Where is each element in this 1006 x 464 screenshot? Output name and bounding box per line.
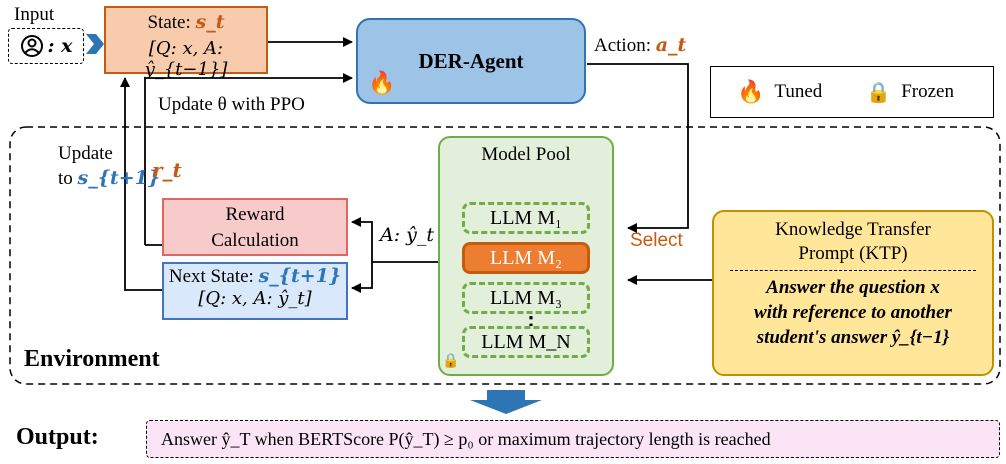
output-arrow: [470, 390, 542, 414]
reward-line1: Reward: [225, 204, 285, 225]
edge-action-select: [587, 63, 689, 233]
state-content: [Q: x, A: ŷ_{t−1}]: [144, 38, 228, 80]
state-box: State: s_t [Q: x, A: ŷ_{t−1}]: [104, 6, 268, 80]
ktp-title-1: Knowledge Transfer: [775, 219, 931, 240]
llm-item-3: LLM M₃: [462, 282, 590, 314]
output-text: Answer ŷ_T when BERTScore P(ŷ_T) ≥ p₀ or…: [161, 428, 771, 449]
lock-icon: 🔒: [442, 354, 460, 369]
input-label: Input: [14, 4, 55, 25]
ktp-title-2: Prompt (KTP): [798, 243, 908, 264]
ktp-body-3: student's answer ŷ_{t−1}: [756, 327, 950, 348]
fire-icon: 🔥: [737, 79, 765, 104]
next-state-var: s_{t+1}: [258, 265, 342, 287]
state-var: s_t: [195, 11, 225, 33]
input-box: : x: [8, 28, 84, 64]
ktp-body-1: Answer the question x: [766, 277, 940, 298]
der-agent-box: DER-Agent 🔥: [356, 18, 586, 104]
legend-tuned: Tuned: [774, 81, 823, 102]
answer-edge-label: A: ŷ_t: [380, 224, 435, 246]
llm-item-1: LLM M₁: [462, 202, 590, 234]
environment-frame: [9, 126, 1001, 385]
llm-item-2-selected: LLM M₂: [462, 242, 590, 274]
legend-frozen: Frozen: [901, 81, 954, 102]
lock-icon: 🔒: [866, 81, 892, 104]
next-state-content: [Q: x, A: ŷ_t]: [198, 288, 312, 309]
ktp-box: Knowledge Transfer Prompt (KTP) Answer t…: [712, 210, 994, 376]
ktp-body-2: with reference to another: [754, 302, 952, 323]
ktp-divider: [730, 270, 976, 271]
fire-icon: 🔥: [368, 70, 396, 95]
update-state-label: Update to s_{t+1}: [58, 143, 161, 189]
user-icon: [20, 35, 43, 57]
edge-to-reward: [351, 217, 373, 262]
environment-label: Environment: [24, 346, 160, 372]
select-label: Select: [630, 230, 683, 251]
input-symbol: : x: [47, 35, 73, 57]
action-label: Action: a_t: [594, 34, 687, 56]
reward-box: Reward Calculation: [162, 198, 348, 256]
edge-to-next: [351, 262, 373, 293]
edge-update-state: [120, 77, 162, 291]
edge-ppo-update: [144, 73, 353, 245]
next-state-title: Next State:: [168, 266, 254, 287]
llm-item-n: LLM M_N: [462, 326, 590, 358]
state-title: State:: [147, 12, 191, 33]
reward-line2: Calculation: [211, 230, 299, 251]
input-arrow: [86, 34, 104, 54]
reward-var: r_t: [152, 158, 182, 182]
output-label: Output:: [16, 424, 99, 450]
ppo-update-label: Update θ with PPO: [158, 94, 305, 115]
legend-box: 🔥 Tuned 🔒 Frozen: [710, 66, 994, 118]
output-box: Answer ŷ_T when BERTScore P(ŷ_T) ≥ p₀ or…: [146, 420, 1000, 458]
der-agent-label: DER-Agent: [418, 48, 524, 73]
next-state-box: Next State: s_{t+1} [Q: x, A: ŷ_t]: [162, 262, 348, 320]
model-pool-title: Model Pool: [481, 144, 571, 165]
